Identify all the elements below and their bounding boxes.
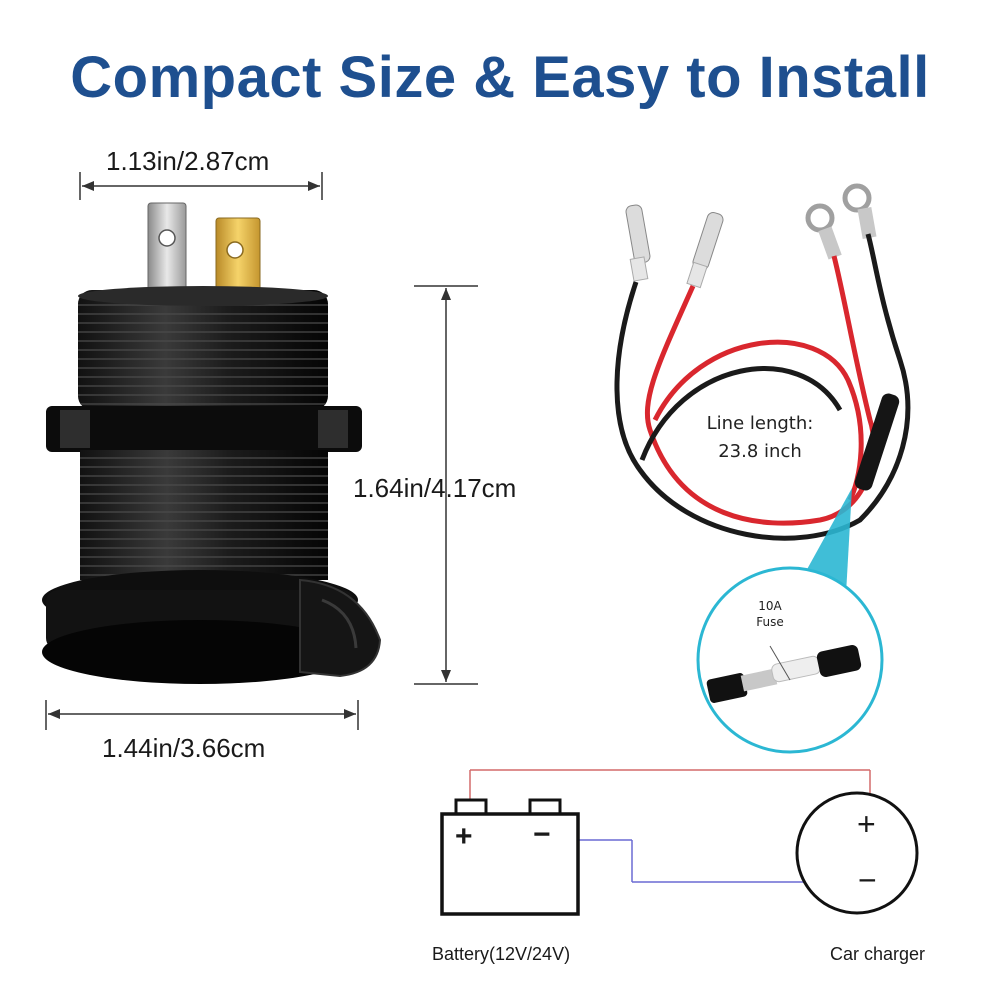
ring-terminal-red — [805, 203, 842, 260]
fuse-rating: 10A — [758, 599, 782, 613]
red-wire — [644, 255, 876, 526]
page-title: Compact Size & Easy to Install — [70, 45, 930, 110]
bottom-width-label: 1.44in/3.66cm — [102, 733, 266, 763]
top-width-label: 1.13in/2.87cm — [106, 146, 270, 176]
top-width-arrow — [79, 172, 323, 200]
height-label: 1.64in/4.17cm — [353, 473, 517, 503]
line-length-value: 23.8 inch — [718, 441, 802, 462]
ring-terminal-black — [842, 183, 877, 239]
red-spade-connector — [686, 212, 724, 289]
battery-minus-sign: − — [533, 818, 551, 851]
black-spade-connector — [625, 204, 651, 282]
bottom-width-arrow — [45, 700, 359, 730]
inline-fuse-holder — [854, 393, 900, 491]
fuse-label: Fuse — [756, 615, 784, 629]
line-length-label: Line length: 23.8 inch — [680, 410, 840, 466]
charger-plus-sign: + — [857, 806, 876, 842]
battery-plus-sign: + — [455, 820, 473, 853]
height-arrow — [414, 285, 478, 685]
fuse-zoom-circle — [696, 566, 884, 754]
usb-socket-body — [42, 202, 382, 684]
battery-caption: Battery(12V/24V) — [432, 944, 571, 964]
line-length-title: Line length: — [706, 413, 814, 434]
silver-terminal-pin — [147, 202, 187, 294]
fuse-callout-pointer — [800, 488, 852, 594]
gold-terminal-pin — [215, 217, 261, 295]
charger-minus-sign: − — [858, 862, 877, 898]
battery-symbol — [440, 798, 580, 916]
charger-symbol — [795, 791, 919, 915]
charger-caption: Car charger — [830, 944, 926, 964]
fuse-rating-label: 10A Fuse — [730, 598, 810, 630]
